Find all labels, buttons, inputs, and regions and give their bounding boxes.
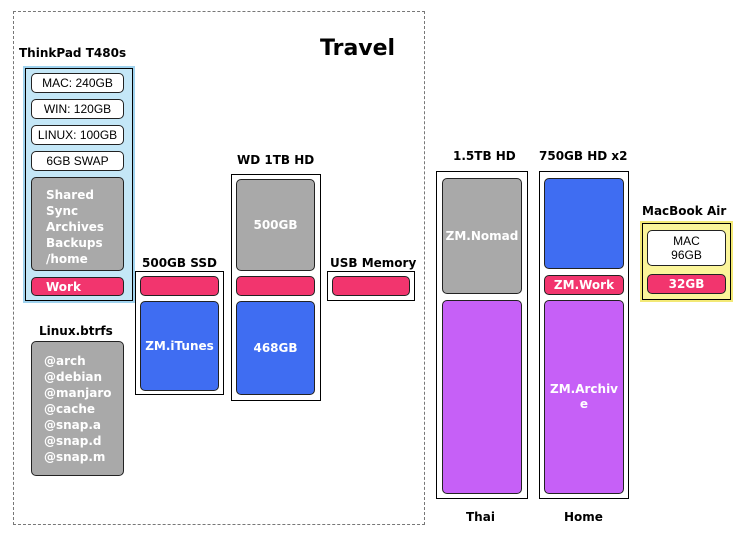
hd15-purple-partition [442, 300, 522, 494]
travel-title: Travel [320, 36, 396, 61]
btrfs-label: Linux.btrfs [39, 324, 113, 338]
btrfs-subvolumes: @arch @debian @manjaro @cache @snap.a @snap.d… [31, 341, 124, 476]
btrfs-subvolume-line-4: @snap.a [44, 418, 102, 432]
linux-partition: LINUX: 100GB [31, 125, 124, 145]
usb-label: USB Memory [330, 256, 417, 270]
wd-500gb-partition: 500GB [236, 179, 315, 271]
btrfs-subvolume-line-6: @snap.m [44, 450, 106, 464]
itunes-partition: ZM.iTunes [140, 301, 219, 391]
work-partition: Work [31, 277, 124, 296]
travel-group-frame [13, 11, 425, 525]
btrfs-subvolume-line-3: @cache [44, 402, 96, 416]
hd15-label: 1.5TB HD [453, 149, 516, 163]
shared-line-1: Sync [46, 204, 79, 218]
shared-line-2: Archives [46, 220, 105, 234]
macbook-label: MacBook Air [642, 204, 727, 218]
usb-pink-partition [332, 276, 410, 296]
win-partition: WIN: 120GB [31, 99, 124, 119]
macbook-32gb-partition: 32GB [647, 274, 726, 294]
shared-line-4: /home [46, 252, 88, 266]
swap-partition: 6GB SWAP [31, 151, 124, 171]
btrfs-subvolume-line-1: @debian [44, 370, 103, 384]
wd-pink-partition [236, 276, 315, 296]
btrfs-subvolume-line-5: @snap.d [44, 434, 102, 448]
btrfs-subvolume-list: @arch @debian @manjaro @cache @snap.a @snap.d… [44, 353, 112, 465]
shared-line-3: Backups [46, 236, 103, 250]
ssd-pink-partition [140, 276, 219, 296]
shared-line-0: Shared [46, 188, 94, 202]
btrfs-subvolume-line-2: @manjaro [44, 386, 112, 400]
zm-archive-partition: ZM.Archive [544, 300, 624, 494]
wd-468gb-partition: 468GB [236, 301, 315, 395]
zm-work-partition: ZM.Work [544, 275, 624, 295]
hd750-blue-partition [544, 178, 624, 269]
btrfs-subvolume-line-0: @arch [44, 354, 86, 368]
mac-partition: MAC: 240GB [31, 73, 124, 93]
thinkpad-label: ThinkPad T480s [19, 46, 127, 60]
ssd-label: 500GB SSD [142, 256, 217, 270]
home-caption: Home [564, 510, 603, 524]
macbook-mac-partition: MAC 96GB [647, 230, 726, 266]
hd750-label: 750GB HD x2 [539, 149, 628, 163]
wd-label: WD 1TB HD [237, 153, 315, 167]
nomad-partition: ZM.Nomad [442, 178, 522, 294]
thai-caption: Thai [466, 510, 495, 524]
